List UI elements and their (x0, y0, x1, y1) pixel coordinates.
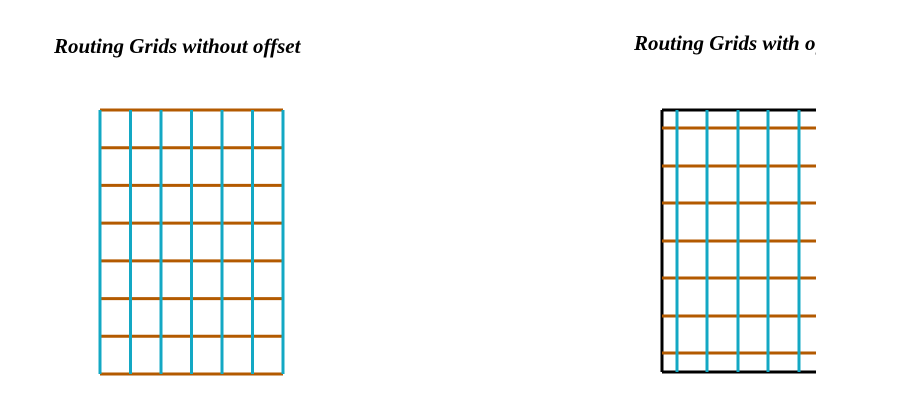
grid-without-offset (98, 108, 285, 376)
grid-with-offset (660, 108, 816, 374)
title-no-offset: Routing Grids without offset (54, 34, 301, 58)
title-with-offset: Routing Grids with offset (634, 31, 816, 55)
title-offset-clip: Routing Grids with offset (634, 31, 816, 61)
